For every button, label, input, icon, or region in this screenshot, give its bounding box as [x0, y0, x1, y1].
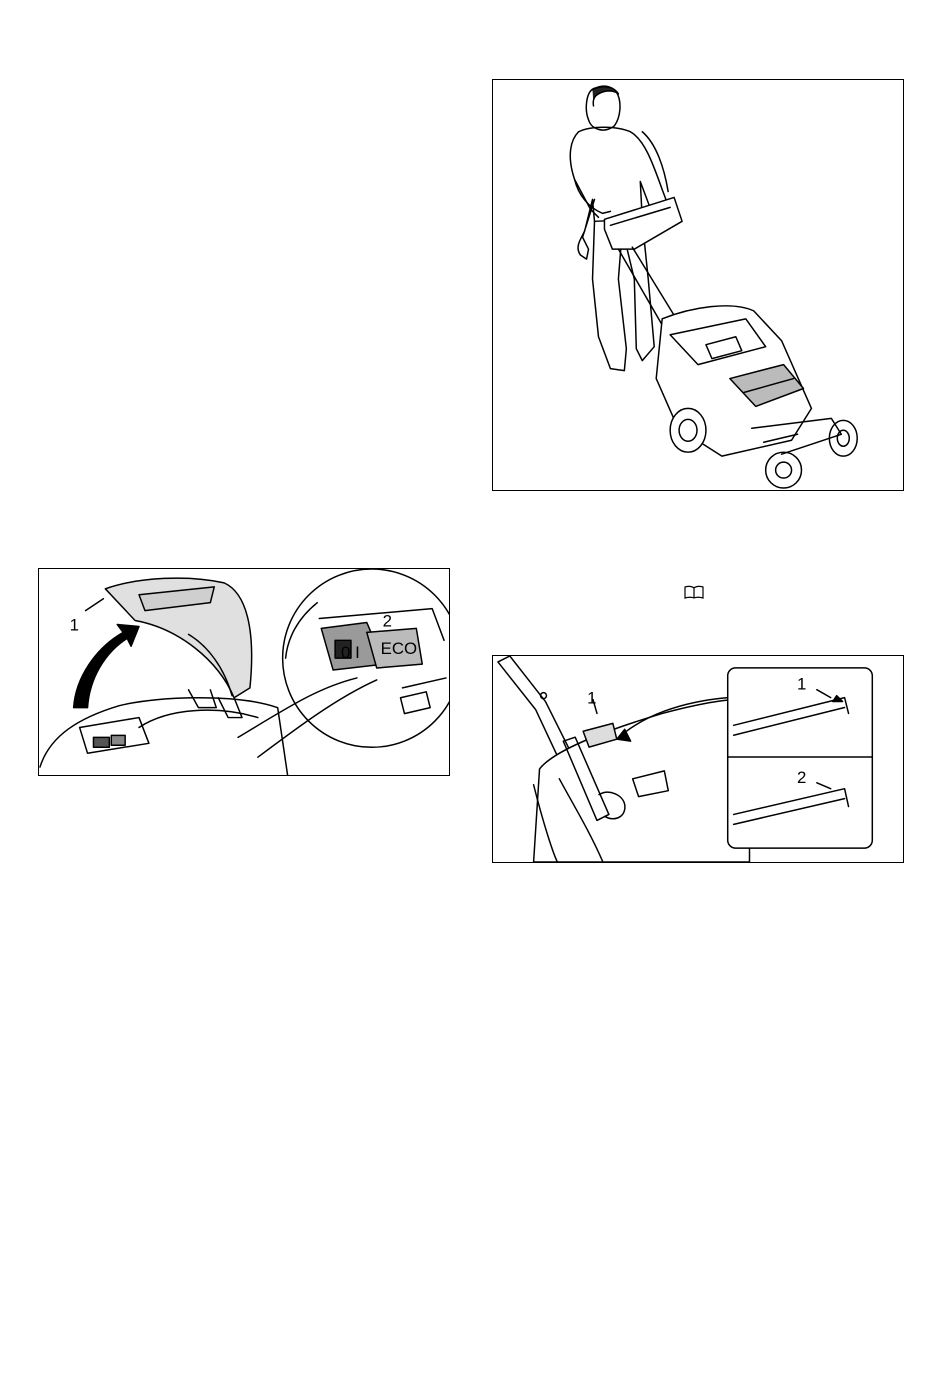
figure-person-mowing [492, 79, 904, 491]
switch-symbol: 0 I [341, 643, 360, 662]
grass-catcher-illustration: 1 1 2 [493, 656, 903, 862]
figure-grass-catcher-indicator: 1 1 2 [492, 655, 904, 863]
callout-2: 2 [383, 611, 392, 630]
figure-charger-lid: 0 I ECO 1 2 [38, 568, 450, 776]
book-icon [684, 585, 704, 599]
person-mowing-illustration [493, 80, 903, 490]
callout-1: 1 [70, 615, 79, 634]
callout-1-main: 1 [587, 689, 596, 708]
charger-lid-illustration: 0 I ECO 1 2 [39, 569, 449, 775]
eco-label: ECO [381, 639, 417, 658]
callout-1-detail: 1 [797, 675, 806, 694]
callout-2-detail: 2 [797, 768, 806, 787]
